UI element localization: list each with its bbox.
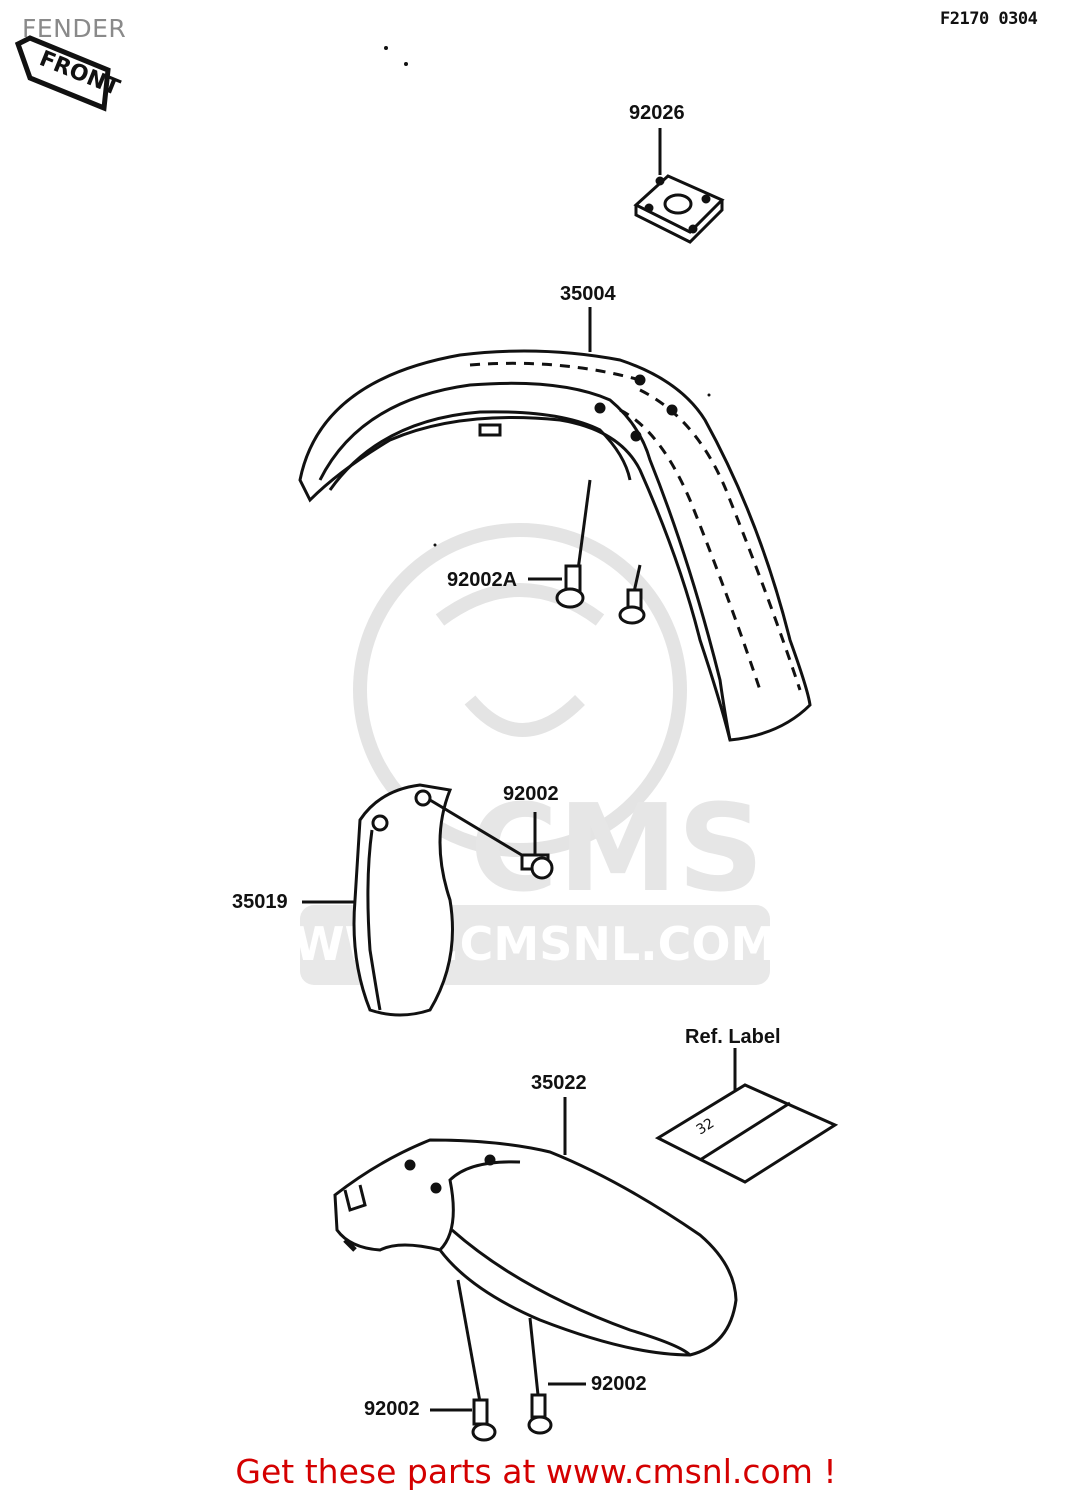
part-label-92002-rear-right[interactable]: 92002 [591,1373,647,1395]
part-label-92002-mudguard[interactable]: 92002 [503,783,559,805]
part-label-92002a[interactable]: 92002A [447,569,518,591]
page-title: FENDER [22,14,127,43]
ref-label-drawing: 32 [654,1048,839,1184]
front-arrow-icon: FRONT [14,35,123,112]
figure-code: F2170 0304 [940,9,1038,29]
part-label-ref-label[interactable]: Ref. Label [685,1026,781,1048]
bolt-icon [520,853,554,880]
part-35004-front-fender-drawing [298,307,812,742]
part-label-92002-rear-left[interactable]: 92002 [364,1398,420,1420]
watermark [353,523,687,857]
bolt-icon [618,564,646,625]
part-35019-mudguard-drawing [302,783,554,1017]
part-92026-drawing [633,128,725,244]
bolt-icon [527,1393,553,1435]
part-label-35022[interactable]: 35022 [531,1072,587,1094]
svg-text:FRONT: FRONT [36,46,123,101]
watermark-brand: CMS [470,780,764,919]
footer-cta-link[interactable]: Get these parts at www.cmsnl.com ! [235,1452,837,1491]
part-label-35019[interactable]: 35019 [232,891,288,913]
bolt-icon [471,1398,497,1442]
bolt-icon [555,564,585,609]
part-label-92026[interactable]: 92026 [629,102,685,124]
part-35022-rear-fender-drawing [333,1097,738,1442]
part-label-35004[interactable]: 35004 [560,283,616,305]
